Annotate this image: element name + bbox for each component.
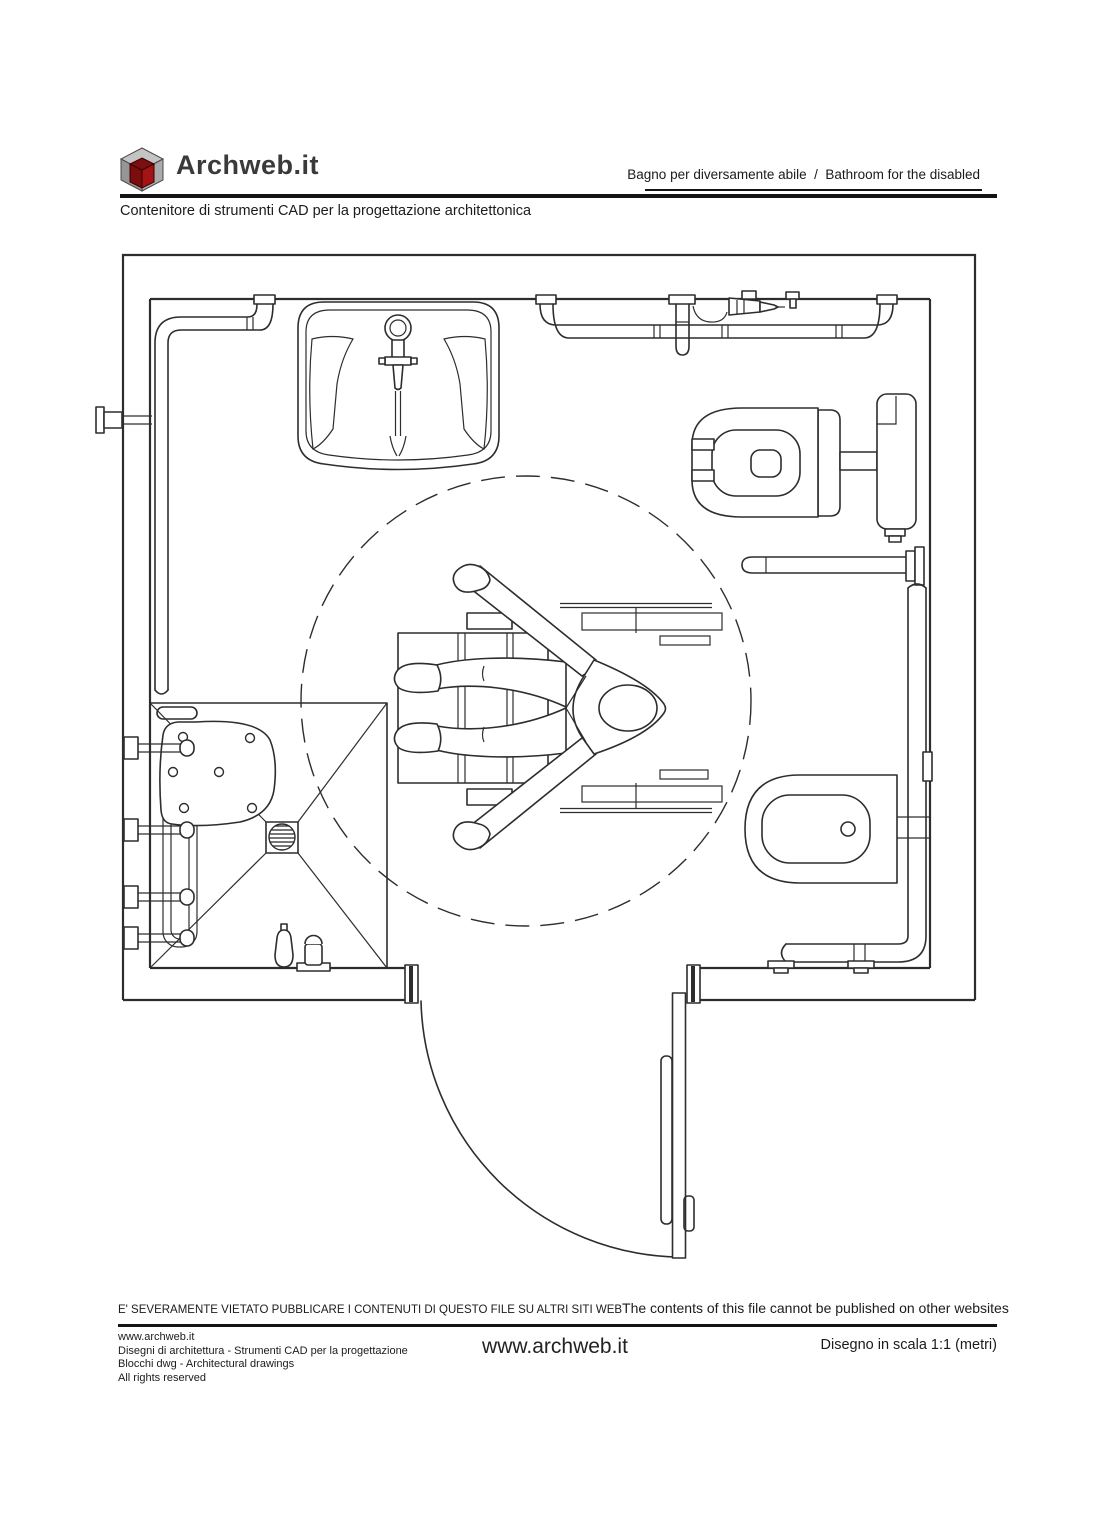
seat-hinge bbox=[691, 438, 715, 451]
toilet-hole bbox=[750, 449, 782, 478]
site-title: Archweb.it bbox=[176, 150, 320, 180]
bidet-drain bbox=[840, 821, 856, 837]
warning-english: The contents of this file cannot be publ… bbox=[622, 1300, 1009, 1316]
header-divider bbox=[120, 194, 997, 198]
archweb-logo-icon bbox=[119, 147, 165, 192]
door bbox=[420, 992, 695, 1259]
support-post bbox=[668, 294, 696, 356]
hand bbox=[452, 821, 491, 851]
faucet bbox=[378, 314, 418, 457]
wheelchair-seat bbox=[397, 632, 549, 784]
footer-credits: www.archweb.it Disegni di architettura -… bbox=[118, 1331, 408, 1385]
grab-bar-top bbox=[535, 290, 898, 356]
hand-shower-top bbox=[692, 290, 800, 323]
hand bbox=[452, 563, 491, 593]
shower bbox=[123, 702, 388, 972]
cistern bbox=[876, 393, 917, 543]
foot bbox=[393, 722, 442, 754]
wall-bracket bbox=[922, 751, 933, 782]
washbasin bbox=[297, 301, 500, 471]
water-supply-stub bbox=[95, 406, 152, 434]
drawing-subject: Bagno per diversamente abile / Bathroom … bbox=[627, 167, 980, 182]
door-handle bbox=[660, 1055, 673, 1225]
hand-shower bbox=[274, 923, 294, 968]
copyright-warning: E' SEVERAMENTE VIETATO PUBBLICARE I CONT… bbox=[118, 1300, 1009, 1316]
shower-taps bbox=[123, 736, 195, 950]
basin-left-wing bbox=[309, 335, 354, 450]
door-latch bbox=[683, 1195, 695, 1232]
footer-line-2: Disegni di architettura - Strumenti CAD … bbox=[118, 1344, 408, 1357]
floor-drain bbox=[265, 821, 299, 854]
head bbox=[598, 684, 658, 732]
foot bbox=[393, 662, 442, 694]
bidet-bowl bbox=[761, 794, 871, 864]
scale-note: Disegno in scala 1:1 (metri) bbox=[820, 1337, 998, 1353]
grab-bar-foldup bbox=[741, 546, 925, 586]
corner-handle bbox=[156, 706, 198, 720]
toilet bbox=[691, 393, 917, 543]
bidet bbox=[744, 774, 930, 884]
legs bbox=[393, 657, 567, 758]
door-jamb bbox=[404, 964, 701, 1004]
subject-underline bbox=[645, 189, 982, 191]
warning-italian: E' SEVERAMENTE VIETATO PUBBLICARE I CONT… bbox=[118, 1304, 623, 1316]
basin-right-wing bbox=[443, 335, 488, 450]
footer-line-3: Blocchi dwg - Architectural drawings bbox=[118, 1358, 295, 1370]
footer-rights: All rights reserved bbox=[118, 1371, 207, 1384]
wheel-bottom bbox=[560, 769, 723, 814]
site-tagline: Contenitore di strumenti CAD per la prog… bbox=[120, 203, 532, 219]
footer-center-url: www.archweb.it bbox=[482, 1335, 628, 1358]
grab-bar-left bbox=[95, 294, 276, 695]
wheel-top bbox=[560, 602, 723, 646]
grab-bar-right-L bbox=[767, 583, 933, 974]
toilet-back-band bbox=[817, 409, 841, 517]
footer-site-url: www.archweb.it bbox=[118, 1331, 195, 1343]
turning-circle bbox=[300, 475, 752, 927]
seat-hinge bbox=[691, 469, 715, 482]
person-figure bbox=[393, 563, 667, 851]
footer-divider bbox=[118, 1324, 997, 1327]
door-swing-arc bbox=[420, 1000, 680, 1258]
shower-control bbox=[296, 934, 331, 972]
flush-pipe bbox=[839, 451, 878, 471]
